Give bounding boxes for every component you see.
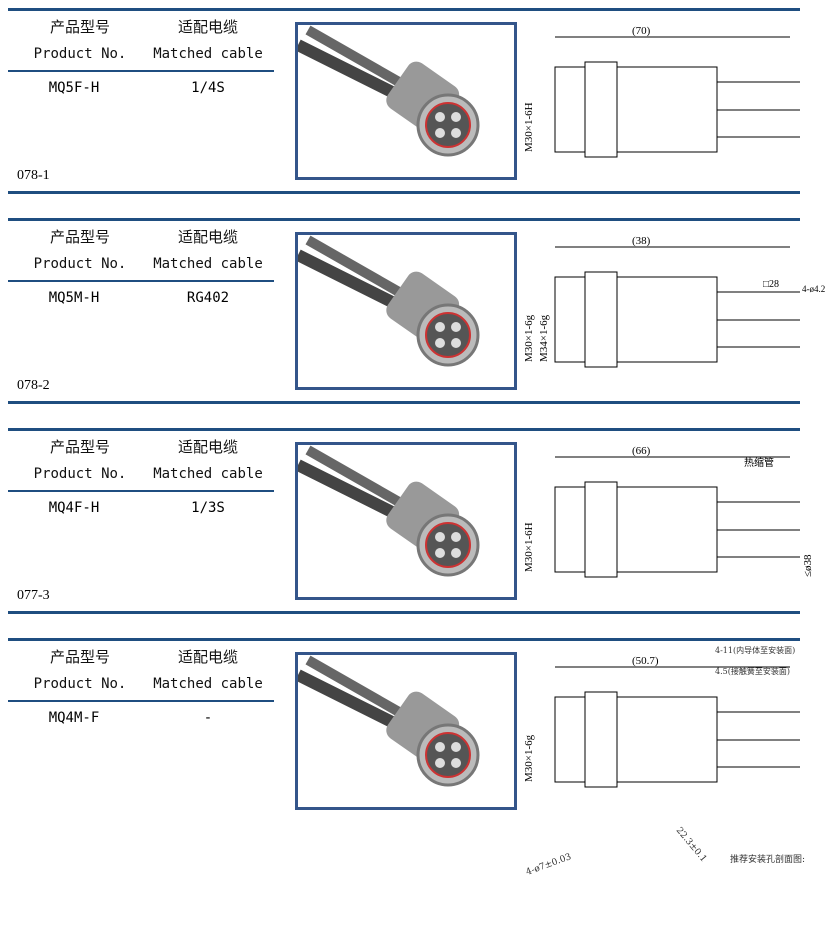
product-section: 产品型号 适配电缆 Product No. Matched cable MQ5F…	[0, 8, 839, 218]
note-1: 4-11(内导体至安装面)	[715, 646, 796, 655]
connector-photo-illustration	[298, 235, 480, 367]
cable-header-cn: 适配电缆	[177, 228, 238, 246]
cable-header-en: Matched cable	[153, 676, 263, 692]
dimension-drawing: (50.7) M30×1-6g	[523, 655, 800, 788]
model-header-cn: 产品型号	[49, 438, 110, 456]
technical-drawing: (38) M30×1-6g M34×1-6g □28 4-ø4.2	[520, 232, 835, 397]
catalog-code: 078-1	[17, 168, 50, 183]
section-top-rule	[8, 638, 800, 641]
max-diameter-label: ≤ø38	[802, 554, 814, 577]
product-model: MQ5F-H	[48, 80, 100, 96]
connector-photo-illustration	[298, 25, 480, 157]
connector-photo-illustration	[298, 655, 480, 787]
product-photo	[295, 442, 517, 600]
matched-cable: 1/4S	[191, 80, 225, 96]
drawing-notes: 4-11(内导体至安装面) 4.5(接触簧至安装面)	[715, 645, 795, 677]
matched-cable: RG402	[186, 290, 230, 306]
product-model: MQ4M-F	[48, 710, 100, 726]
hole-title: 推荐安装孔剖面图:	[730, 855, 806, 865]
heat-shrink-label: 热缩管	[744, 456, 774, 469]
technical-drawing: (66) M30×1-6H 热缩管 ≤ø38	[520, 442, 835, 607]
cable-header-en: Matched cable	[153, 256, 263, 272]
model-header-en: Product No.	[33, 466, 127, 482]
product-model: MQ4F-H	[48, 500, 100, 516]
section-top-rule	[8, 8, 800, 11]
thread-label: M30×1-6H	[523, 522, 535, 572]
dimension-drawing: (70) M30×1-6H	[523, 25, 800, 158]
product-section: 产品型号 适配电缆 Product No. Matched cable MQ4M…	[0, 638, 839, 848]
model-header-en: Product No.	[33, 676, 127, 692]
dimension-drawing: (66) M30×1-6H 热缩管 ≤ø38	[523, 445, 814, 578]
matched-cable: 1/3S	[191, 500, 225, 516]
product-section: 产品型号 适配电缆 Product No. Matched cable MQ5M…	[0, 218, 839, 428]
mount-holes-label: 4-ø4.2	[802, 284, 825, 294]
section-bottom-rule	[8, 191, 800, 194]
header-underline	[8, 490, 274, 492]
cable-header-cn: 适配电缆	[177, 648, 238, 666]
model-header-cn: 产品型号	[49, 18, 110, 36]
length-dimension: (66)	[632, 445, 651, 457]
matched-cable: -	[203, 710, 213, 726]
length-dimension: (38)	[632, 235, 651, 247]
product-section: 产品型号 适配电缆 Product No. Matched cable MQ4F…	[0, 428, 839, 638]
model-header-cn: 产品型号	[49, 648, 110, 666]
model-header-en: Product No.	[33, 46, 127, 62]
product-photo	[295, 232, 517, 390]
thread-label: M30×1-6H	[523, 102, 535, 152]
length-dimension: (70)	[632, 25, 651, 37]
dimension-drawing: (38) M30×1-6g M34×1-6g □28 4-ø4.2	[523, 235, 825, 368]
thread-label: M30×1-6g	[523, 734, 535, 782]
product-model: MQ5M-H	[48, 290, 100, 306]
square-dimension: □28	[763, 279, 779, 290]
cable-header-en: Matched cable	[153, 46, 263, 62]
cable-header-en: Matched cable	[153, 466, 263, 482]
connector-photo-illustration	[298, 445, 480, 577]
cable-header-cn: 适配电缆	[177, 438, 238, 456]
technical-drawing: (70) M30×1-6H	[520, 22, 835, 187]
section-bottom-rule	[8, 401, 800, 404]
section-top-rule	[8, 428, 800, 431]
header-underline	[8, 700, 274, 702]
length-dimension: (50.7)	[632, 655, 659, 667]
section-bottom-rule	[8, 611, 800, 614]
model-header-cn: 产品型号	[49, 228, 110, 246]
section-top-rule	[8, 218, 800, 221]
thread-label: M30×1-6g	[523, 314, 535, 362]
product-photo	[295, 652, 517, 810]
technical-drawing: (50.7) M30×1-6g	[520, 652, 835, 817]
product-photo	[295, 22, 517, 180]
hole-dia-label: 4-ø7±0.03	[524, 852, 573, 878]
note-2: 4.5(接触簧至安装面)	[715, 667, 790, 676]
cable-header-cn: 适配电缆	[177, 18, 238, 36]
header-underline	[8, 280, 274, 282]
header-underline	[8, 70, 274, 72]
outer-thread-label: M34×1-6g	[538, 314, 550, 362]
model-header-en: Product No.	[33, 256, 127, 272]
catalog-code: 077-3	[17, 588, 50, 603]
catalog-code: 078-2	[17, 378, 50, 393]
